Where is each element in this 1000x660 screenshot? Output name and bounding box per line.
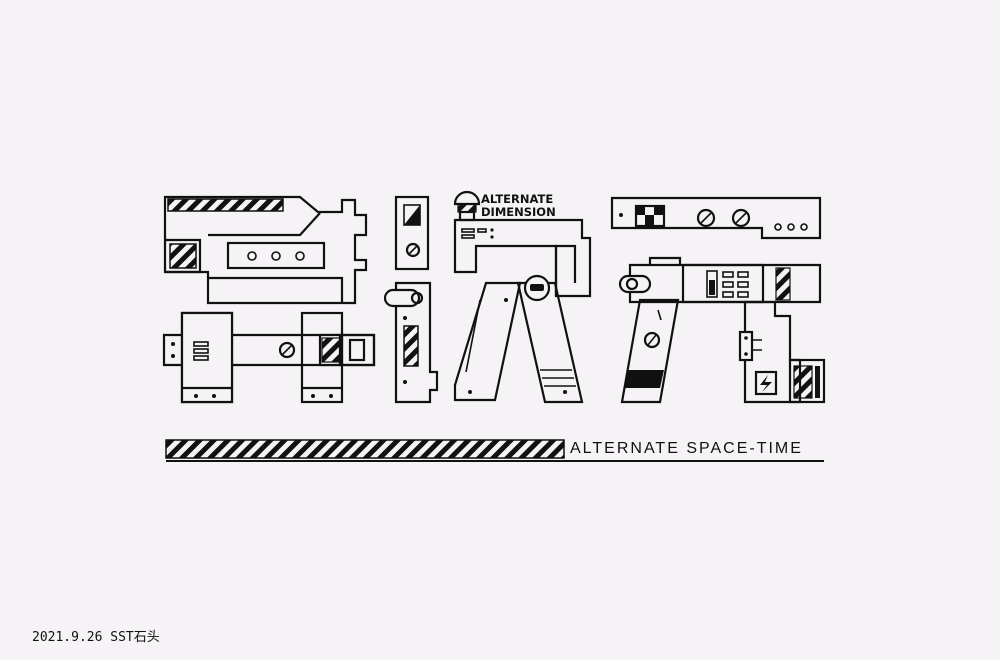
hazard-stripe-bar xyxy=(165,439,824,462)
badge-line-1: ALTERNATE xyxy=(481,192,553,206)
glyph-one xyxy=(162,195,376,404)
tagline: ALTERNATE SPACE-TIME xyxy=(570,440,803,457)
glyph-three xyxy=(453,190,592,404)
badge-line-2: DIMENSION xyxy=(481,205,556,219)
glyph-four xyxy=(610,196,826,404)
glyph-two xyxy=(383,195,439,404)
footer-credit: 2021.9.26 SST石头 xyxy=(32,630,160,645)
